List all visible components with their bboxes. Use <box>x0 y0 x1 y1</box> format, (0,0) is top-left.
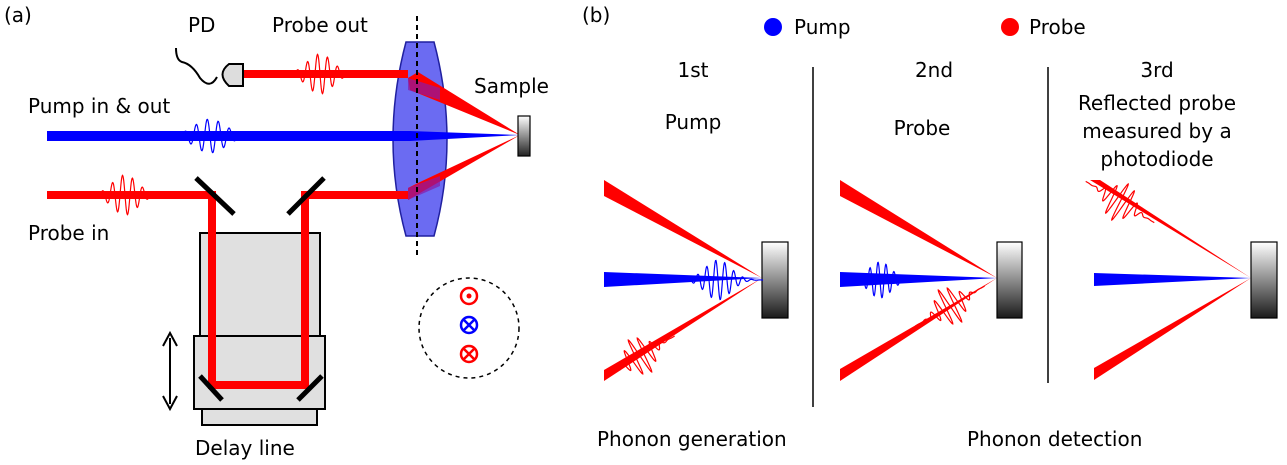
polarization-inset <box>418 277 520 379</box>
mirror-4 <box>296 374 324 402</box>
probe-in-label: Probe in <box>28 221 109 245</box>
photodiode-icon <box>221 63 244 87</box>
legend-probe-label: Probe <box>1029 15 1086 39</box>
sample-step-3 <box>1250 241 1278 319</box>
sample-step-2 <box>996 241 1023 319</box>
mirror-1 <box>194 176 236 216</box>
double-arrow-icon <box>162 330 178 412</box>
pump-pulse-a <box>154 118 266 154</box>
delay-stage-base <box>201 408 318 426</box>
panel-b: (b) Pump Probe 1st Pump 2nd Probe 3rd Re… <box>582 3 1278 451</box>
delay-line-label: Delay line <box>195 436 295 460</box>
panel-b-label: (b) <box>582 3 610 27</box>
pump-pulse-step-2 <box>839 261 921 299</box>
legend-pump-marker <box>764 18 782 36</box>
probe-dot-icon <box>459 286 479 306</box>
step-2-beams <box>840 180 1023 381</box>
pump-in-out-label: Pump in & out <box>28 94 170 118</box>
probe-cross-icon <box>459 344 479 364</box>
step-1-title: Pump <box>665 110 722 134</box>
probe-pulse-step-2 <box>915 285 985 327</box>
panel-a: (a) <box>4 3 549 460</box>
probe-out-pulse-a <box>274 53 366 95</box>
step-1-beams <box>604 180 789 381</box>
phonon-detection-label: Phonon detection <box>967 427 1142 451</box>
step-3-beams <box>1090 180 1278 380</box>
step-3-title-line-2: measured by a <box>1082 119 1231 143</box>
probe-pulse-step-1 <box>605 335 675 377</box>
step-3-title-line-3: photodiode <box>1100 147 1213 171</box>
sample-label: Sample <box>474 74 549 98</box>
pump-cross-icon <box>459 315 479 335</box>
probe-in-pulse-a <box>79 174 171 216</box>
sample-step-1 <box>761 241 789 319</box>
mirror-3 <box>198 374 224 402</box>
legend-pump-label: Pump <box>794 15 851 39</box>
legend-probe-marker <box>1001 18 1019 36</box>
panel-a-label: (a) <box>4 3 32 27</box>
probe-out-label: Probe out <box>272 13 368 37</box>
step-1-number: 1st <box>678 58 709 82</box>
step-3-title-line-1: Reflected probe <box>1078 91 1236 115</box>
mirror-2 <box>286 176 326 216</box>
step-2-title: Probe <box>894 116 951 140</box>
step-3-number: 3rd <box>1140 58 1173 82</box>
phonon-generation-label: Phonon generation <box>597 427 787 451</box>
pump-focus-beam <box>410 131 520 141</box>
probe-pulse-step-3 <box>1085 180 1155 224</box>
sample-small <box>517 115 531 157</box>
pump-beam <box>47 131 410 141</box>
pump-pulse-step-1 <box>672 259 764 301</box>
pd-label: PD <box>188 13 215 37</box>
step-2-number: 2nd <box>915 58 953 82</box>
lens-overlap-lower <box>408 176 440 200</box>
photodiode-cable <box>175 47 218 85</box>
probe-in-beam <box>47 191 408 389</box>
